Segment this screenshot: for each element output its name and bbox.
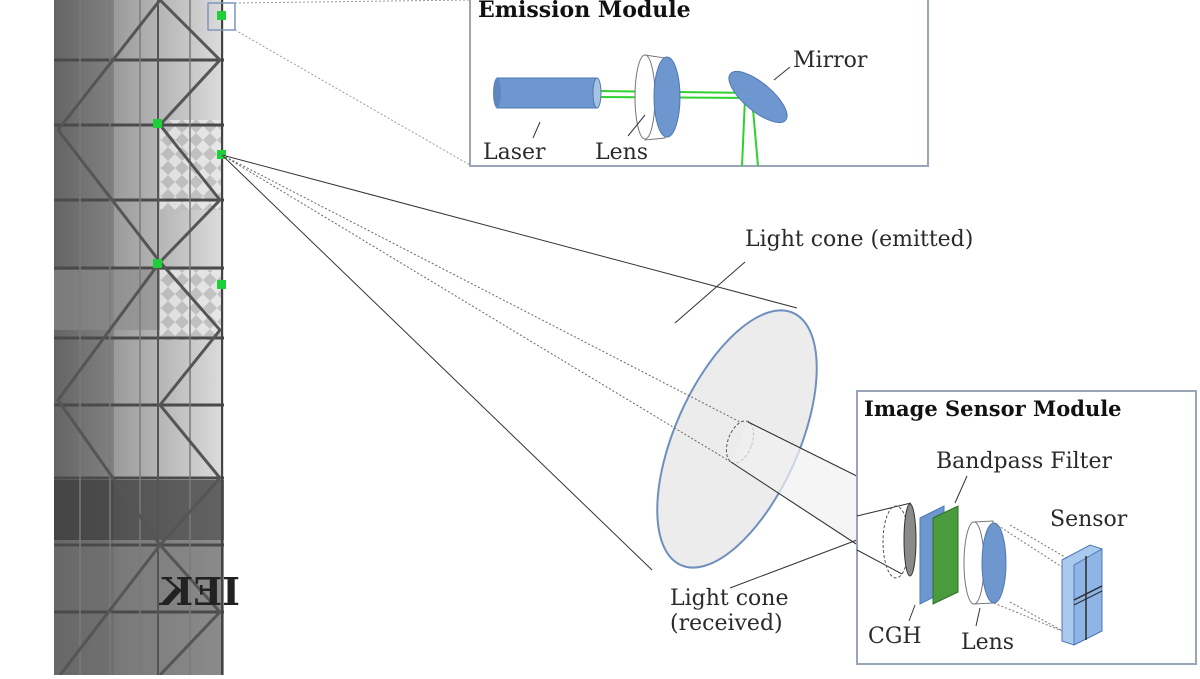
emission-zoom-callout xyxy=(207,0,471,166)
bandpass-filter-label: Bandpass Filter xyxy=(936,449,1113,474)
light-cone-received-label-line1: Light cone xyxy=(670,586,789,611)
building-sign-text: IEK xyxy=(158,569,240,614)
cgh-label: CGH xyxy=(868,624,922,649)
bandpass-filter-icon xyxy=(932,505,959,605)
cgh-icon xyxy=(882,503,917,579)
light-cone-received-label-line2: (received) xyxy=(670,611,783,636)
marker xyxy=(153,119,162,128)
lens-icon xyxy=(634,54,681,141)
laser-icon xyxy=(493,77,602,109)
cone-labels: Light cone (emitted) Light cone (receive… xyxy=(670,227,973,636)
emission-module-title: Emission Module xyxy=(478,0,691,23)
laser-label: Laser xyxy=(483,140,546,165)
sensor-markers xyxy=(153,11,226,289)
image-sensor-icon xyxy=(1061,544,1103,646)
sensor-label: Sensor xyxy=(1050,507,1128,532)
sensor-lens-label: Lens xyxy=(961,630,1014,655)
sensor-lens-icon xyxy=(963,520,1007,605)
emission-lens-label: Lens xyxy=(595,140,648,165)
marker xyxy=(217,150,226,159)
light-cone-emitted xyxy=(221,154,818,571)
marker xyxy=(217,280,226,289)
marker xyxy=(217,11,226,20)
image-sensor-module-box: Image Sensor Module xyxy=(856,390,1197,665)
image-sensor-module-title: Image Sensor Module xyxy=(864,396,1122,421)
emission-module-box: Emission Module Laser Lens Mirror xyxy=(469,0,929,167)
light-cone-emitted-label: Light cone (emitted) xyxy=(745,227,973,252)
building-tower: IEK xyxy=(54,0,240,677)
mirror-label: Mirror xyxy=(793,48,868,73)
marker xyxy=(153,259,162,268)
mirror-icon xyxy=(728,70,788,124)
